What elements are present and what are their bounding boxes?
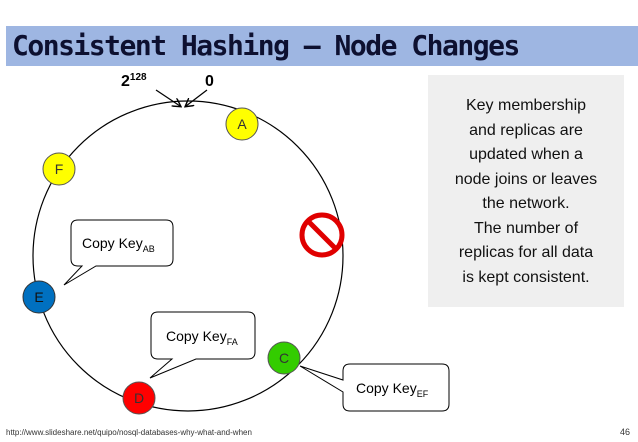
callout-ab-text: Copy KeyAB bbox=[82, 235, 155, 254]
node-a: A bbox=[225, 107, 259, 141]
info-line: updated when a bbox=[469, 146, 583, 163]
svg-text:A: A bbox=[237, 116, 247, 132]
node-e: E bbox=[22, 280, 56, 314]
callout-ef-text: Copy KeyEF bbox=[356, 380, 429, 399]
info-line: The number of bbox=[473, 219, 579, 237]
node-c: C bbox=[267, 341, 301, 375]
svg-text:D: D bbox=[134, 390, 144, 406]
callout-copy-key-fa: Copy KeyFA bbox=[149, 311, 256, 379]
info-text: Key membership and replicas are updated … bbox=[428, 94, 624, 290]
title-bar bbox=[6, 26, 638, 66]
page-number: 46 bbox=[619, 427, 630, 437]
prohibited-icon bbox=[299, 212, 345, 258]
callout-copy-key-ef: Copy KeyEF bbox=[299, 363, 450, 412]
callout-copy-key-ab: Copy KeyAB bbox=[63, 219, 174, 286]
node-f: F bbox=[42, 152, 76, 186]
node-d: D bbox=[122, 381, 156, 415]
ring-zero-label: 0 bbox=[205, 73, 214, 90]
callout-fa-text: Copy KeyFA bbox=[166, 328, 238, 347]
footer-url[interactable]: http://www.slideshare.net/quipo/nosql-da… bbox=[6, 428, 252, 437]
svg-text:E: E bbox=[34, 289, 43, 305]
info-line: node joins or leaves bbox=[454, 170, 598, 188]
info-box bbox=[428, 75, 624, 307]
info-line: and replicas are bbox=[469, 121, 583, 139]
info-line: is kept consistent. bbox=[462, 268, 590, 286]
ring-zero-arrow bbox=[186, 89, 208, 106]
ring-max-arrow bbox=[155, 89, 180, 106]
svg-text:C: C bbox=[279, 350, 289, 366]
slide-title: Consistent Hashing – Node Changes bbox=[12, 29, 520, 62]
svg-text:F: F bbox=[55, 161, 64, 177]
info-line: Key membership bbox=[465, 97, 587, 114]
info-line: the network. bbox=[482, 195, 570, 212]
ring-max-label: 2128 bbox=[121, 72, 147, 90]
info-line: replicas for all data bbox=[458, 244, 594, 261]
